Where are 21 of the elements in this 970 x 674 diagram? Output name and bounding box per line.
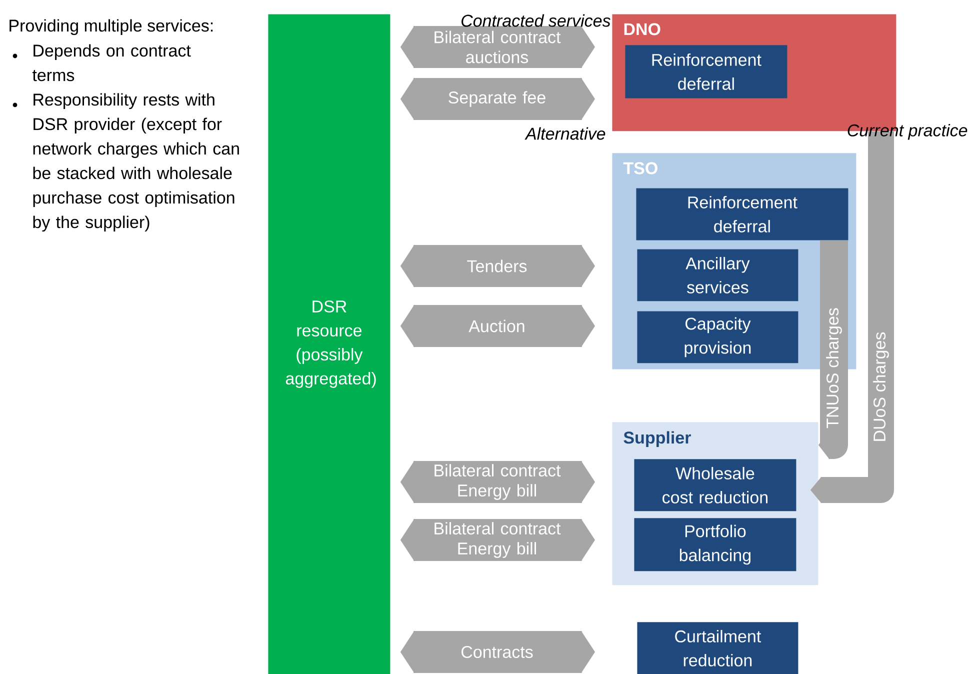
service-box: Capacity provision — [637, 311, 798, 364]
arrow-label: Tenders — [467, 260, 527, 272]
service-box: Wholesale cost reduction — [634, 459, 796, 512]
resource-bar: DSR resource (possibly aggregated) — [268, 14, 390, 674]
arrow-label: Bilateral contract auctions — [434, 30, 561, 64]
annotation-text: Contracted services — [462, 14, 610, 27]
service-box: Ancillary services — [637, 249, 798, 302]
service-box: Portfolio balancing — [634, 518, 796, 572]
service-box: Curtailment reduction — [637, 622, 798, 674]
arrow-label: Auction — [468, 320, 524, 332]
bullet-text: Depends on contract terms — [32, 44, 191, 82]
arrow-label: DUoS charges — [873, 332, 889, 441]
arrow-label: Contracts — [462, 646, 533, 658]
annotation-text: Alternative — [524, 127, 606, 140]
arrow-label: Bilateral contract Energy bill — [434, 464, 561, 500]
arrow-label: Separate fee — [448, 91, 546, 107]
arrow-label: Bilateral contract Energy bill — [434, 522, 561, 558]
service-box: Reinforcement deferral — [625, 45, 788, 98]
service-box: Reinforcement deferral — [636, 188, 848, 240]
bullet-text: Responsibility rests with DSR provider (except for network charges which can be stacked with wholesale purchase cost optimisation by the supplier) — [33, 93, 239, 232]
heading-text: Providing multiple services: — [10, 19, 213, 36]
